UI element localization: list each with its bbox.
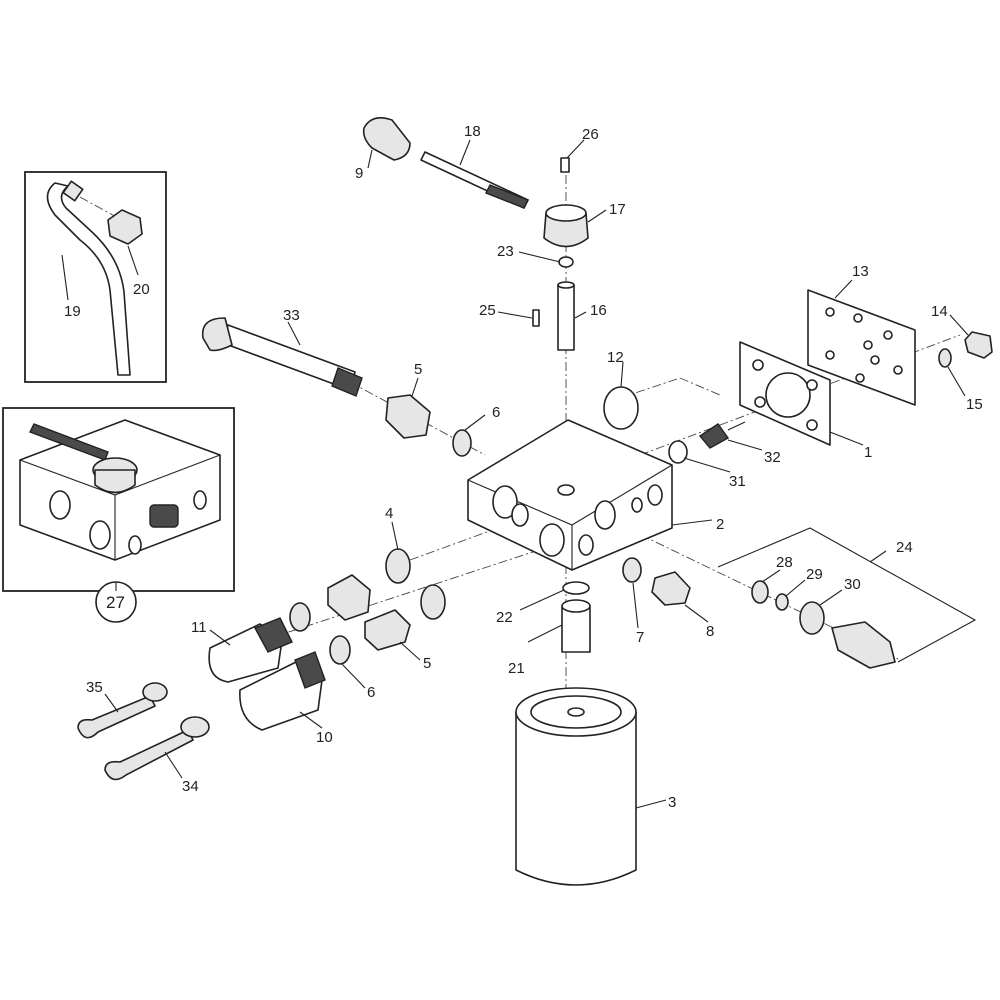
inset-box-tube	[24, 171, 167, 383]
callout-34: 34	[182, 778, 199, 795]
fitting-8	[651, 571, 691, 606]
callout-14: 14	[931, 303, 948, 320]
callout-29: 29	[806, 566, 823, 583]
callout-30: 30	[844, 576, 861, 593]
callout-5-top: 5	[414, 361, 422, 378]
callout-10: 10	[316, 729, 333, 746]
callout-19: 19	[64, 303, 81, 320]
inset-box-valve	[2, 407, 235, 623]
callout-13: 13	[852, 263, 869, 280]
callout-28: 28	[776, 554, 793, 571]
callout-15: 15	[966, 396, 983, 413]
inset-fitting	[149, 504, 179, 528]
seal-6-top	[452, 429, 472, 457]
callout-3: 3	[668, 794, 676, 811]
callout-35: 35	[86, 679, 103, 696]
pin-25	[532, 309, 540, 327]
right-fittings	[622, 527, 977, 669]
callout-6-top: 6	[492, 404, 500, 421]
callout-18: 18	[464, 123, 481, 140]
callout-26: 26	[582, 126, 599, 143]
callout-20: 20	[133, 281, 150, 298]
callout-27: 27	[106, 593, 125, 612]
washer-29	[775, 593, 789, 611]
filter-3	[515, 711, 637, 886]
plate-assembly	[739, 289, 993, 446]
callout-9: 9	[355, 165, 363, 182]
nut-20	[107, 209, 143, 245]
filter-assembly	[515, 581, 637, 886]
tube-19	[46, 182, 131, 376]
callout-33: 33	[283, 307, 300, 324]
callout-24: 24	[896, 539, 913, 556]
callout-31: 31	[729, 473, 746, 490]
left-fittings	[208, 548, 446, 731]
handle-assembly	[362, 117, 589, 351]
tube-fitting	[62, 180, 84, 202]
callout-12: 12	[607, 349, 624, 366]
seal-4	[385, 548, 411, 584]
oring-22	[562, 581, 590, 595]
hose-assembly	[201, 317, 472, 457]
fitting-5-top	[385, 394, 431, 439]
plug-12	[603, 386, 639, 430]
sleeve-21	[561, 605, 591, 653]
callout-labels: 1 2 3 4 5 5 6 6 7 8 9 10 11 12 13 14 15 …	[64, 123, 983, 811]
oring-23	[558, 256, 574, 268]
callout-16: 16	[590, 302, 607, 319]
seal-6-bottom	[329, 635, 351, 665]
pin-26	[560, 157, 570, 173]
callout-5-bottom: 5	[423, 655, 431, 672]
plate-13	[807, 289, 916, 406]
callout-22: 22	[496, 609, 513, 626]
callout-7: 7	[636, 629, 644, 646]
callout-2: 2	[716, 516, 724, 533]
small-parts-right	[603, 386, 746, 464]
callout-21: 21	[508, 660, 525, 677]
callout-32: 32	[764, 449, 781, 466]
callout-25: 25	[479, 302, 496, 319]
stem-16	[557, 284, 575, 351]
callout-23: 23	[497, 243, 514, 260]
callout-6-bottom: 6	[367, 684, 375, 701]
seal-7	[622, 557, 642, 583]
washer-31	[668, 440, 688, 464]
knob-9	[362, 117, 411, 161]
leader-lines	[104, 139, 969, 809]
seal-30	[799, 601, 825, 635]
valve-24	[831, 621, 896, 669]
callout-17: 17	[609, 201, 626, 218]
cap-strap-34	[104, 729, 194, 781]
spring-32	[698, 423, 730, 449]
cap-strap-35	[77, 695, 156, 739]
callout-4: 4	[385, 505, 393, 522]
callout-11: 11	[191, 619, 207, 636]
oring-28	[751, 580, 769, 604]
bolt-14	[964, 331, 993, 359]
callout-1: 1	[864, 444, 872, 461]
callout-8: 8	[706, 623, 714, 640]
fitting-5-bottom	[364, 609, 411, 651]
dust-caps	[77, 682, 210, 781]
valve-block-2	[467, 419, 673, 571]
washer-15	[938, 348, 952, 368]
